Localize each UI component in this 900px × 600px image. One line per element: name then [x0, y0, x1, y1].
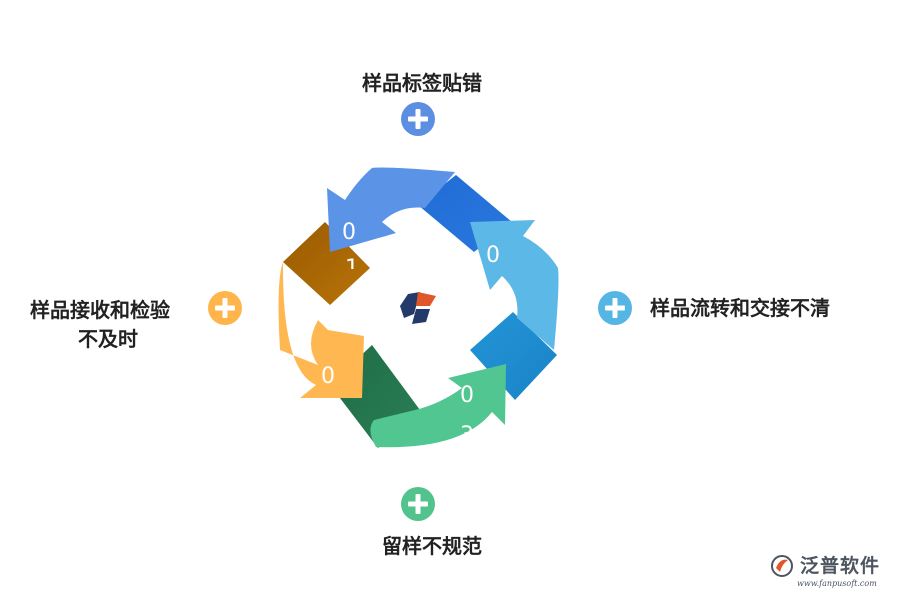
band-segment-top-right	[418, 175, 512, 252]
label-left-line1: 样品接收和检验	[30, 298, 170, 322]
cycle-arrow-4	[278, 262, 364, 398]
brand-name: 泛普软件	[800, 555, 881, 577]
band-segment-bottom-right	[470, 312, 557, 400]
brand-watermark: 泛普软件	[770, 554, 880, 578]
plus-icon-top[interactable]	[400, 101, 436, 137]
plus-icon-right[interactable]	[597, 290, 633, 326]
band-segment-top-left	[283, 222, 370, 305]
arrow-4-digit-a: 0	[321, 364, 335, 389]
plus-icon-left[interactable]	[207, 290, 243, 326]
cycle-arrow-3	[370, 364, 506, 448]
label-top: 样品标签贴错	[362, 71, 482, 95]
label-left-line2: 不及时	[78, 327, 138, 351]
label-bottom: 留样不规范	[382, 534, 482, 558]
band-segment-bottom-left	[330, 345, 420, 448]
cycle-arrow-1	[327, 167, 455, 252]
arrow-1-digit-b: 1	[345, 256, 359, 281]
arrow-1-digit-a: 0	[342, 220, 356, 245]
plus-icon-bottom[interactable]	[400, 486, 436, 522]
company-logo-icon	[400, 292, 436, 324]
label-right: 样品流转和交接不清	[650, 296, 830, 320]
brand-url: www.fanpusoft.com	[797, 579, 877, 588]
arrow-3-digit-b: 3	[460, 423, 474, 448]
brand-logo-icon	[771, 555, 793, 577]
arrow-2-digit-a: 0	[486, 243, 500, 268]
cycle-arrow-2	[470, 220, 559, 350]
arrow-3-digit-a: 0	[460, 383, 474, 408]
